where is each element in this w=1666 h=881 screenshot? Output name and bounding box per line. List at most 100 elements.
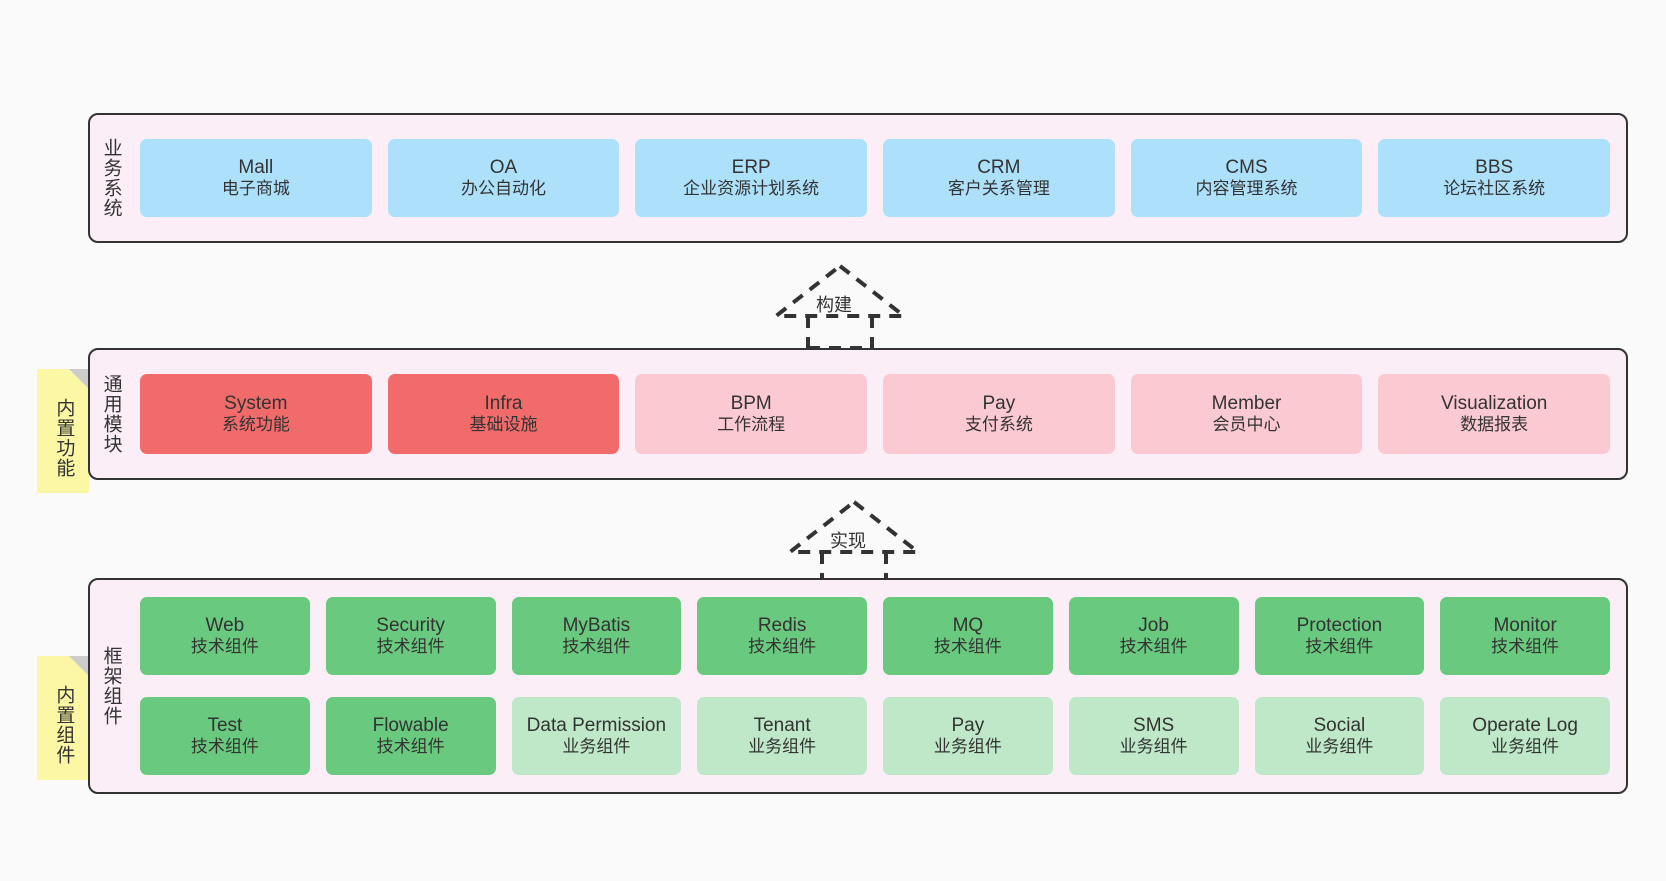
card-security-title: Security: [376, 615, 445, 637]
builtin-component-note: 内置组件: [37, 656, 89, 780]
business-system-card-container: Mall 电子商城 OA 办公自动化 ERP 企业资源计划系统 CRM 客户关系…: [132, 115, 1626, 241]
card-pay-component-subtitle: 业务组件: [933, 737, 1002, 757]
card-redis[interactable]: Redis 技术组件: [697, 597, 867, 675]
generalization-arrow-implement-label: 实现: [830, 531, 866, 551]
framework-component-row-2: Test 技术组件 Flowable 技术组件 Data Permission …: [140, 697, 1610, 775]
arrow-stem: [806, 316, 874, 350]
card-visualization-title: Visualization: [1441, 393, 1548, 415]
common-module-card-row: System 系统功能 Infra 基础设施 BPM 工作流程 Pay 支付系统…: [140, 374, 1611, 454]
card-flowable[interactable]: Flowable 技术组件: [325, 697, 496, 775]
card-bbs-subtitle: 论坛社区系统: [1443, 179, 1546, 199]
card-crm-subtitle: 客户关系管理: [947, 179, 1050, 199]
card-system-subtitle: 系统功能: [221, 415, 290, 435]
card-tenant[interactable]: Tenant 业务组件: [697, 697, 867, 775]
common-module-card-container: System 系统功能 Infra 基础设施 BPM 工作流程 Pay 支付系统…: [132, 350, 1626, 478]
card-pay-module-title: Pay: [982, 393, 1016, 415]
card-mq-title: MQ: [952, 615, 984, 637]
card-social-subtitle: 业务组件: [1305, 737, 1374, 757]
framework-component-layer: 框架组件 Web 技术组件 Security 技术组件 MyBatis 技术组件…: [88, 578, 1628, 794]
builtin-component-note-text: 内置组件: [53, 685, 75, 765]
card-crm[interactable]: CRM 客户关系管理: [883, 139, 1115, 217]
business-system-layer: 业务系统 Mall 电子商城 OA 办公自动化 ERP 企业资源计划系统 CRM…: [88, 113, 1628, 243]
card-pay-module[interactable]: Pay 支付系统: [883, 374, 1115, 454]
card-system-title: System: [224, 393, 288, 415]
framework-component-layer-label: 框架组件: [100, 646, 122, 726]
card-protection-title: Protection: [1296, 615, 1383, 637]
card-social-title: Social: [1313, 715, 1366, 737]
card-test-title: Test: [207, 715, 243, 737]
card-operate-log-subtitle: 业务组件: [1491, 737, 1560, 757]
card-flowable-title: Flowable: [372, 715, 449, 737]
card-oa-title: OA: [489, 157, 518, 179]
card-pay-component-title: Pay: [951, 715, 985, 737]
card-security[interactable]: Security 技术组件: [325, 597, 496, 675]
card-mybatis-subtitle: 技术组件: [562, 637, 631, 657]
framework-component-row-1: Web 技术组件 Security 技术组件 MyBatis 技术组件 Redi…: [140, 597, 1610, 675]
card-mall-subtitle: 电子商城: [221, 179, 290, 199]
card-cms[interactable]: CMS 内容管理系统: [1130, 139, 1363, 217]
card-infra-subtitle: 基础设施: [469, 415, 538, 435]
card-web[interactable]: Web 技术组件: [140, 597, 310, 675]
card-web-title: Web: [205, 615, 245, 637]
card-cms-title: CMS: [1225, 157, 1268, 179]
card-member[interactable]: Member 会员中心: [1130, 374, 1363, 454]
card-operate-log[interactable]: Operate Log 业务组件: [1440, 697, 1610, 775]
card-social[interactable]: Social 业务组件: [1254, 697, 1425, 775]
card-mall-title: Mall: [238, 157, 274, 179]
card-mybatis-title: MyBatis: [562, 615, 631, 637]
card-pay-component[interactable]: Pay 业务组件: [883, 697, 1053, 775]
card-member-subtitle: 会员中心: [1212, 415, 1281, 435]
card-member-title: Member: [1211, 393, 1282, 415]
card-mall[interactable]: Mall 电子商城: [140, 139, 372, 217]
card-visualization-subtitle: 数据报表: [1460, 415, 1529, 435]
card-data-permission[interactable]: Data Permission 业务组件: [511, 697, 682, 775]
card-erp-subtitle: 企业资源计划系统: [683, 179, 820, 199]
card-sms[interactable]: SMS 业务组件: [1068, 697, 1239, 775]
card-infra-title: Infra: [484, 393, 523, 415]
generalization-arrow-build-label: 构建: [816, 295, 852, 315]
framework-component-card-container: Web 技术组件 Security 技术组件 MyBatis 技术组件 Redi…: [132, 580, 1626, 792]
card-mq[interactable]: MQ 技术组件: [883, 597, 1053, 675]
card-security-subtitle: 技术组件: [376, 637, 445, 657]
card-erp-title: ERP: [731, 157, 771, 179]
note-fold-corner: [69, 656, 89, 676]
card-bbs[interactable]: BBS 论坛社区系统: [1378, 139, 1611, 217]
arrow-head-triangle: [784, 499, 924, 554]
card-web-subtitle: 技术组件: [190, 637, 259, 657]
card-tenant-subtitle: 业务组件: [748, 737, 817, 757]
builtin-function-note: 内置功能: [37, 369, 89, 493]
card-mybatis[interactable]: MyBatis 技术组件: [511, 597, 682, 675]
card-job[interactable]: Job 技术组件: [1068, 597, 1239, 675]
card-flowable-subtitle: 技术组件: [376, 737, 445, 757]
card-crm-title: CRM: [977, 157, 1021, 179]
card-protection[interactable]: Protection 技术组件: [1254, 597, 1425, 675]
card-mq-subtitle: 技术组件: [933, 637, 1002, 657]
card-tenant-title: Tenant: [753, 715, 811, 737]
arrow-head-triangle: [770, 263, 910, 318]
card-sms-title: SMS: [1133, 715, 1175, 737]
card-operate-log-title: Operate Log: [1472, 715, 1578, 737]
card-system[interactable]: System 系统功能: [140, 374, 372, 454]
card-oa[interactable]: OA 办公自动化: [387, 139, 620, 217]
card-cms-subtitle: 内容管理系统: [1195, 179, 1298, 199]
common-module-layer: 通用模块 System 系统功能 Infra 基础设施 BPM 工作流程 Pay…: [88, 348, 1628, 480]
card-bbs-title: BBS: [1475, 157, 1514, 179]
card-job-subtitle: 技术组件: [1119, 637, 1188, 657]
card-test[interactable]: Test 技术组件: [140, 697, 310, 775]
card-bpm-title: BPM: [730, 393, 772, 415]
common-module-layer-label: 通用模块: [100, 374, 122, 454]
builtin-function-note-text: 内置功能: [53, 398, 75, 478]
card-sms-subtitle: 业务组件: [1119, 737, 1188, 757]
business-system-layer-label: 业务系统: [100, 138, 122, 218]
card-data-permission-title: Data Permission: [526, 715, 667, 737]
card-test-subtitle: 技术组件: [190, 737, 259, 757]
card-redis-subtitle: 技术组件: [748, 637, 817, 657]
card-monitor[interactable]: Monitor 技术组件: [1440, 597, 1610, 675]
card-data-permission-subtitle: 业务组件: [562, 737, 631, 757]
card-visualization[interactable]: Visualization 数据报表: [1378, 374, 1611, 454]
card-bpm-subtitle: 工作流程: [717, 415, 786, 435]
card-pay-module-subtitle: 支付系统: [964, 415, 1033, 435]
card-bpm[interactable]: BPM 工作流程: [635, 374, 868, 454]
card-erp[interactable]: ERP 企业资源计划系统: [635, 139, 868, 217]
card-infra[interactable]: Infra 基础设施: [387, 374, 620, 454]
